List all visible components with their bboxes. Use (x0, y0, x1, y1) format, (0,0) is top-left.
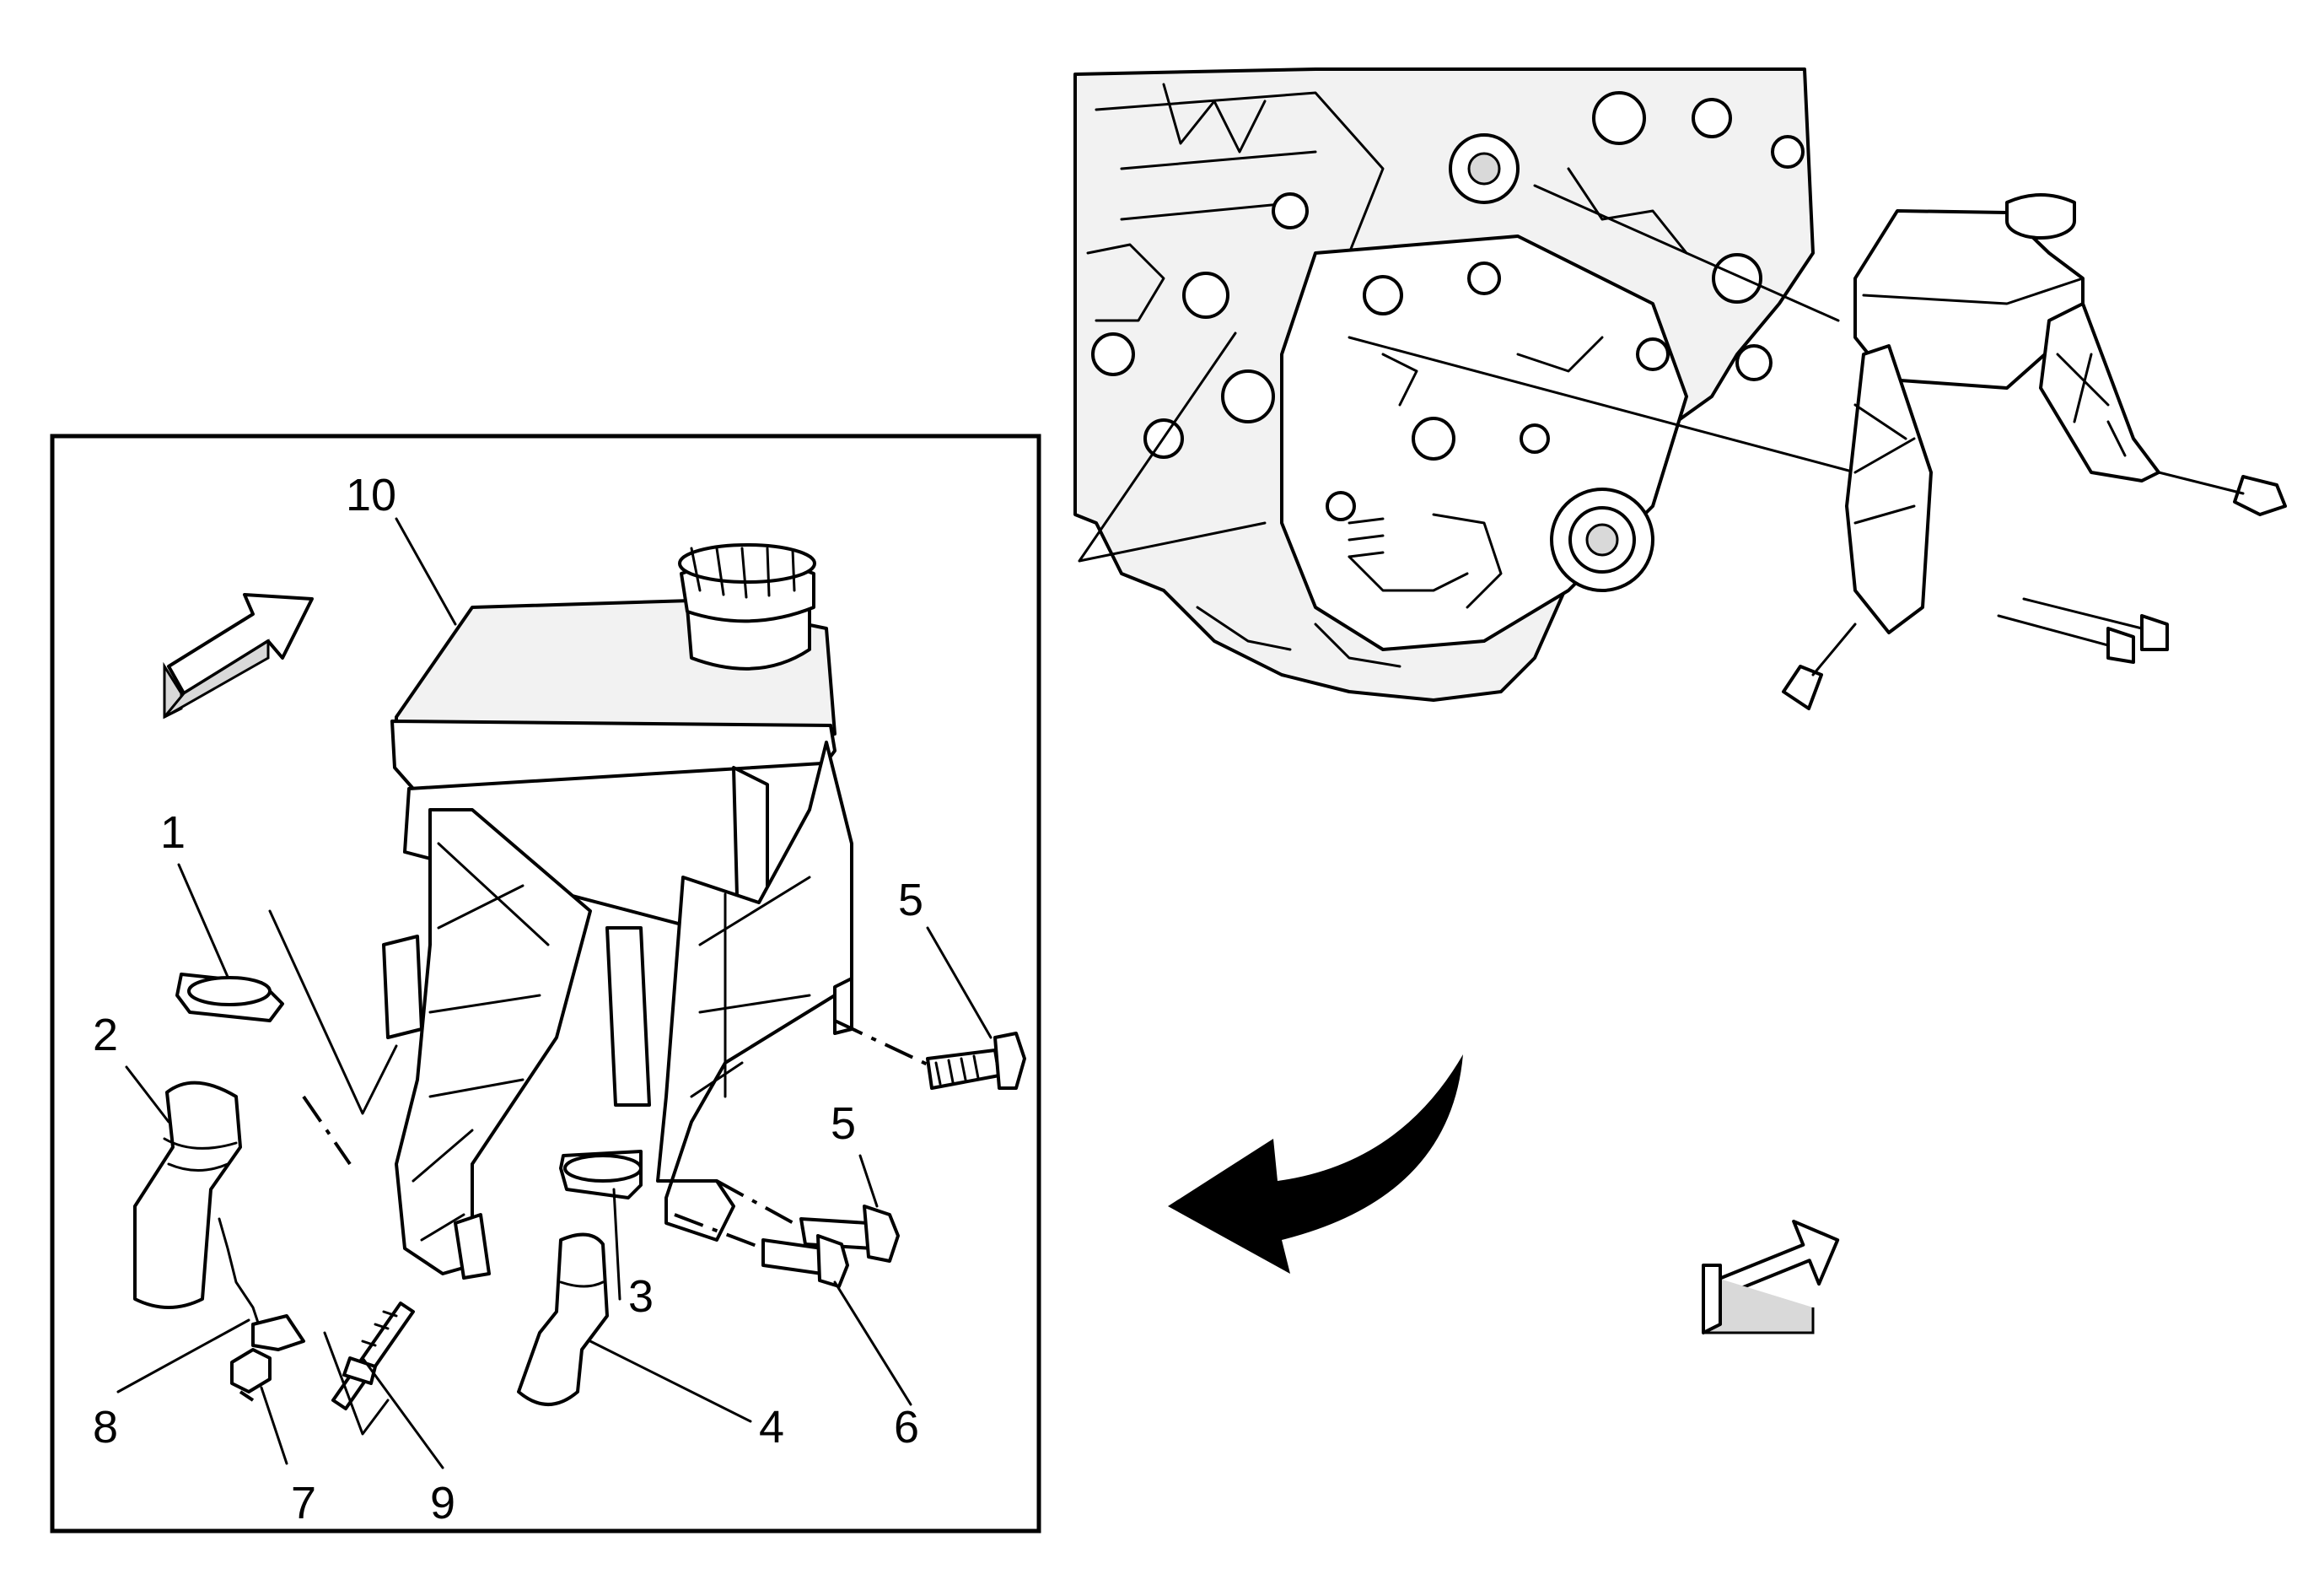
direction-arrow-icon (1702, 1219, 1840, 1334)
callout-8: 8 (93, 1402, 118, 1453)
surge-tank-outlet-hose (517, 1232, 609, 1406)
callout-10: 10 (346, 470, 396, 520)
callout-labels: 10 1 2 5 5 3 4 6 8 7 9 (93, 470, 923, 1528)
reservoir-right-bracket (605, 741, 853, 1242)
hose-clamp-1 (175, 973, 284, 1022)
coolant-level-sensor (218, 1217, 305, 1351)
radiator-surge-tank-inlet-hose (133, 1081, 242, 1309)
callout-leaders (116, 517, 993, 1469)
hose-clamp-3 (559, 1150, 643, 1199)
reservoir-stud (331, 1302, 415, 1410)
callout-6: 6 (894, 1402, 919, 1453)
detail-frame (50, 434, 1041, 1534)
callout-2: 2 (93, 1010, 118, 1060)
reservoir-overview (1782, 193, 2287, 710)
callout-7: 7 (291, 1478, 316, 1528)
curved-arrow-icon (1168, 1054, 1463, 1274)
alignment-lines (239, 909, 928, 1436)
callout-3: 3 (628, 1271, 654, 1322)
callout-9: 9 (430, 1478, 455, 1528)
reservoir-left-bracket (382, 808, 592, 1280)
reservoir-bolt-upper (926, 1032, 1026, 1090)
engine-block (1073, 67, 1815, 702)
callout-4: 4 (759, 1402, 784, 1453)
engine-overview (1073, 67, 2287, 710)
overview-leader-lines (1078, 184, 1857, 563)
direction-arrow-icon (163, 593, 314, 720)
callout-5-lower: 5 (831, 1098, 856, 1149)
reservoir-nut (230, 1348, 272, 1393)
callout-1: 1 (160, 807, 186, 858)
reservoir-bolt-6 (761, 1234, 849, 1288)
callout-5-upper: 5 (898, 875, 923, 925)
